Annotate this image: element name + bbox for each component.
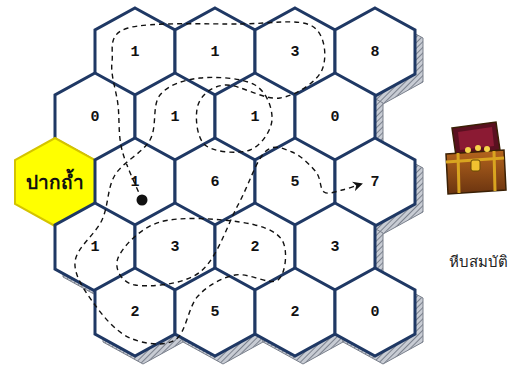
number-hex: 0 bbox=[335, 268, 415, 356]
number-hex: 2 bbox=[255, 268, 335, 356]
treasure-chest bbox=[446, 122, 506, 194]
treasure-label: หีบสมบัติ bbox=[449, 250, 508, 274]
cell-number: 3 bbox=[170, 240, 179, 255]
cell-number: 0 bbox=[90, 110, 99, 125]
cell-number: 0 bbox=[370, 305, 379, 320]
cell-number: 1 bbox=[210, 45, 219, 60]
cell-number: 1 bbox=[170, 110, 179, 125]
number-hex: 5 bbox=[175, 268, 255, 356]
number-hex: 2 bbox=[95, 268, 175, 356]
cave-label: ปากถ้ำ bbox=[26, 173, 84, 192]
cell-number: 7 bbox=[370, 175, 379, 190]
cell-number: 5 bbox=[290, 175, 299, 190]
cell-number: 3 bbox=[330, 240, 339, 255]
cell-number: 1 bbox=[250, 110, 259, 125]
cell-number: 1 bbox=[130, 45, 139, 60]
cell-number: 5 bbox=[210, 305, 219, 320]
cell-number: 1 bbox=[130, 175, 139, 190]
cell-number: 1 bbox=[90, 240, 99, 255]
cell-number: 2 bbox=[130, 305, 139, 320]
cell-number: 2 bbox=[250, 240, 259, 255]
cell-number: 0 bbox=[330, 110, 339, 125]
cell-number: 3 bbox=[290, 45, 299, 60]
cell-number: 2 bbox=[290, 305, 299, 320]
cell-number: 8 bbox=[370, 45, 379, 60]
cell-number: 6 bbox=[210, 175, 219, 190]
